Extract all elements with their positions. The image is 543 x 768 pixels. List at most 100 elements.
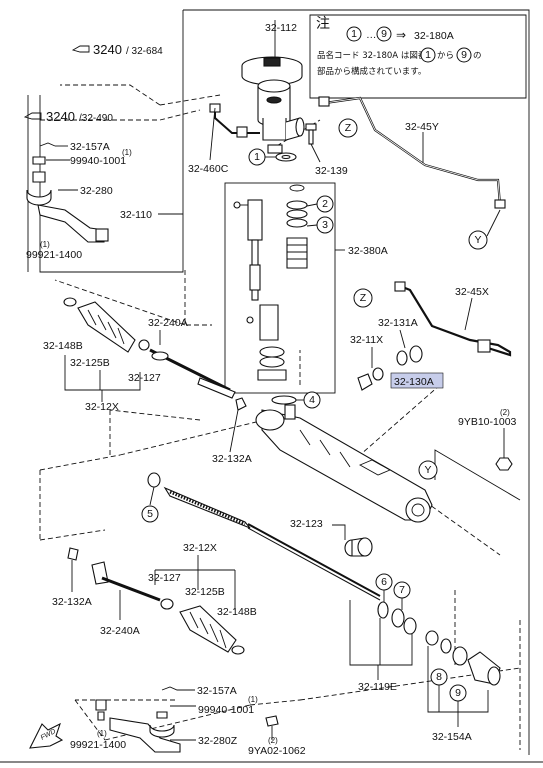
svg-text:3: 3 <box>322 219 328 231</box>
box-32-380a: 2 3 <box>224 182 336 394</box>
svg-text:2: 2 <box>322 198 328 210</box>
pipe-marker-y-top: Y <box>468 209 501 250</box>
note-line2-to-circle <box>456 47 472 63</box>
ref2-sub: /32-490 <box>79 113 113 124</box>
label-32-125b-l: 32-125B <box>70 357 110 369</box>
boot-assembly-top <box>63 297 236 399</box>
label-32-240a-b: 32-240A <box>100 625 140 637</box>
label-9ya02-qty: (2) <box>268 736 278 745</box>
svg-text:8: 8 <box>436 671 442 683</box>
label-32-131a: 32-131A <box>378 317 418 329</box>
label-32-12x-l: 32-12X <box>85 401 119 413</box>
valve-assembly-drawing <box>241 20 305 154</box>
label-32-460c: 32-460C <box>188 163 229 175</box>
seal-parts-32-130a <box>357 345 423 391</box>
hand-pointer-icon <box>23 112 42 120</box>
clip-32-132a-top <box>229 397 247 453</box>
callout-1-top: 1 <box>248 148 297 166</box>
svg-text:9: 9 <box>455 687 461 699</box>
label-32-127-b: 32-127 <box>148 572 181 584</box>
svg-text:7: 7 <box>399 584 405 596</box>
fwd-arrow-icon: FWD <box>29 722 64 749</box>
svg-text:4: 4 <box>309 394 315 406</box>
label-99921-b-qty: (1) <box>97 729 107 738</box>
label-99940-b-qty: (1) <box>248 695 258 704</box>
pipe-32-45x <box>394 281 512 357</box>
svg-text:5: 5 <box>147 508 153 520</box>
note-callout-1-circle <box>346 26 362 42</box>
nut-9yb10 <box>495 428 513 471</box>
label-99940-b: 99940-1001 <box>198 704 254 716</box>
figure-reference-2[interactable]: 3240 /32-490 <box>23 109 113 124</box>
label-32-280z: 32-280Z <box>198 735 238 747</box>
bolt-32-139 <box>305 123 321 163</box>
note-line2-from-circle <box>420 47 436 63</box>
note-range-end: 9 <box>381 28 387 40</box>
label-9yb10-qty: (2) <box>500 408 510 417</box>
label-32-132a-b: 32-132A <box>52 596 92 608</box>
note-title: 注 <box>316 16 330 32</box>
tie-rod-end-bottom <box>95 686 279 753</box>
pipe-32-45y <box>318 96 506 209</box>
ref1-main: 3240 <box>93 42 122 57</box>
label-32-130a[interactable]: 32-130A <box>394 376 434 388</box>
highlight-32-130a <box>390 372 444 389</box>
label-32-154a: 32-154A <box>432 731 472 743</box>
svg-text:Y: Y <box>424 464 431 476</box>
bush-32-123 <box>332 524 373 557</box>
tie-rod-end-top <box>26 142 109 243</box>
ref1-sub: / 32-684 <box>126 46 163 57</box>
pipe-marker-y-mid: Y <box>418 460 438 480</box>
note-range-start: 1 <box>351 28 357 40</box>
svg-text:1: 1 <box>254 151 260 163</box>
label-32-45y: 32-45Y <box>405 121 439 133</box>
label-32-11x: 32-11X <box>350 334 383 346</box>
note-line2-a: 品名コード 32-180A は図番 <box>317 50 427 61</box>
label-32-112: 32-112 <box>265 22 297 34</box>
label-99921-b: 99921-1400 <box>70 739 126 751</box>
label-32-127-l: 32-127 <box>128 372 161 384</box>
label-32-280: 32-280 <box>80 185 113 197</box>
boot-assembly-bottom <box>67 547 245 655</box>
pipe-32-460c <box>209 103 260 161</box>
label-32-148b-l: 32-148B <box>43 340 83 352</box>
label-32-148b-b: 32-148B <box>217 606 257 618</box>
label-32-119e: 32-119E <box>358 681 397 693</box>
note-ellipsis: … <box>366 29 377 41</box>
pipe-marker-z-top: Z <box>338 118 358 138</box>
label-32-125b-b: 32-125B <box>185 586 225 598</box>
label-9yb10: 9YB10-1003 <box>458 416 517 428</box>
pipe-marker-z-mid: Z <box>353 288 373 308</box>
rack-bar: 5 <box>141 472 381 601</box>
label-32-123: 32-123 <box>290 518 323 530</box>
note-callout-9-circle <box>376 26 392 42</box>
note-line2-b: から <box>437 51 454 61</box>
note-line3: 部品から構成されています。 <box>317 66 426 77</box>
note-arrow: ⇒ <box>396 28 406 42</box>
label-32-380a: 32-380A <box>348 245 388 257</box>
note-line2-c: の <box>473 51 482 61</box>
parts-note-box: 注 1 … 9 ⇒ 32-180A 品名コード 32-180A は図番 1 から… <box>316 16 482 77</box>
note-target: 32-180A <box>414 30 454 42</box>
svg-text:Z: Z <box>360 292 367 304</box>
gear-housing: 4 <box>255 391 433 523</box>
label-32-157a-b: 32-157A <box>197 685 237 697</box>
figure-reference-1[interactable]: 3240 / 32-684 <box>71 42 163 57</box>
label-9ya02: 9YA02-1062 <box>248 745 306 757</box>
label-99940-top-qty: (1) <box>122 148 132 157</box>
label-32-45x: 32-45X <box>455 286 489 298</box>
label-32-240a-top: 32-240A <box>148 317 188 329</box>
label-32-110: 32-110 <box>120 209 152 221</box>
hand-pointer-icon <box>71 45 90 53</box>
svg-text:Z: Z <box>345 122 352 134</box>
note-line2-to: 9 <box>461 49 467 61</box>
label-99921-top: 99921-1400 <box>26 249 82 261</box>
label-32-12x-b: 32-12X <box>183 542 217 554</box>
label-32-132a-top: 32-132A <box>212 453 252 465</box>
svg-text:6: 6 <box>381 576 387 588</box>
svg-text:Y: Y <box>474 234 481 246</box>
ref2-main: 3240 <box>46 109 75 124</box>
label-99921-top-qty: (1) <box>40 240 50 249</box>
rack-end-parts: 6 7 8 9 <box>349 573 501 727</box>
